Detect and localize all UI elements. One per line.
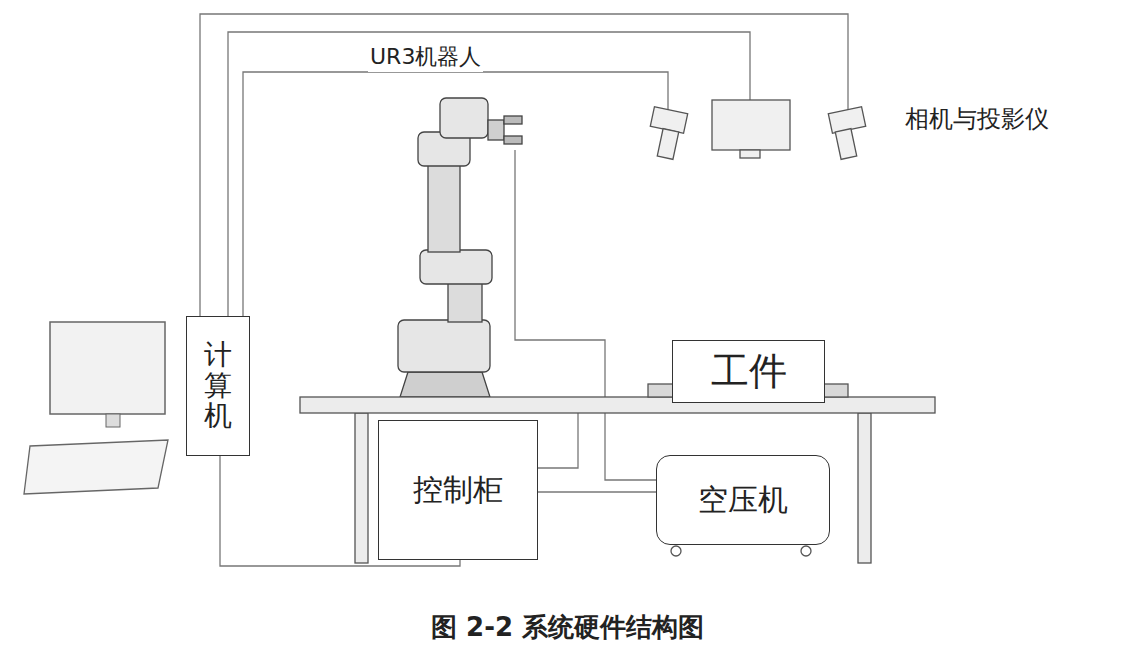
wheel: [671, 546, 811, 556]
figure-caption: 图 2-2 系统硬件结构图: [429, 610, 706, 645]
camera-wire: [243, 72, 668, 318]
camera-projector: [650, 100, 865, 159]
box-text: 计算机: [204, 340, 232, 432]
computer-box: 计算机: [186, 316, 250, 456]
monitor: [24, 322, 168, 494]
box-text: 工件: [711, 346, 787, 397]
projector-wire: [228, 32, 750, 318]
robot-cable: [538, 413, 578, 468]
box-text: 控制柜: [413, 470, 503, 511]
camera-wire: [200, 14, 848, 318]
compressor-box: 空压机: [656, 455, 830, 545]
table: [300, 384, 935, 563]
cable-connector: [538, 492, 656, 493]
robot-label: UR3机器人: [368, 42, 483, 72]
workpiece-box: 工件: [672, 340, 825, 403]
control-cabinet-box: 控制柜: [378, 420, 538, 560]
camera-projector-label: 相机与投影仪: [903, 103, 1051, 135]
robot-arm: [398, 98, 522, 397]
box-text: 空压机: [698, 480, 788, 521]
